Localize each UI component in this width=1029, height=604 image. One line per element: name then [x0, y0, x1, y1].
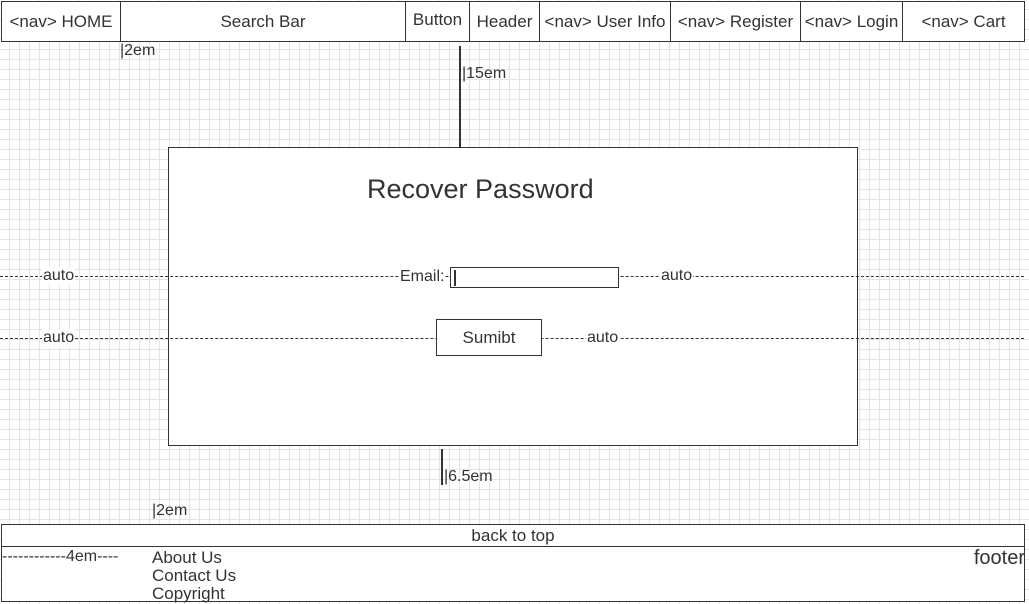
- footer-link-copyright[interactable]: Copyright: [152, 584, 225, 603]
- nav-user-info[interactable]: <nav> User Info: [540, 2, 671, 41]
- footer: [1, 546, 1025, 602]
- top-margin-line: [459, 46, 461, 147]
- top-margin-annotation: |15em: [462, 65, 507, 82]
- footer-indent-annotation: ------------4em----: [2, 548, 119, 565]
- search-bar[interactable]: Search Bar: [121, 2, 406, 41]
- submit-button[interactable]: Sumibt: [436, 319, 542, 356]
- nav-button[interactable]: Button: [406, 2, 470, 41]
- nav-login[interactable]: <nav> Login: [801, 2, 903, 41]
- nav-register[interactable]: <nav> Register: [671, 2, 801, 41]
- recover-password-panel: [168, 147, 858, 446]
- back-to-top-link[interactable]: back to top: [1, 524, 1025, 547]
- auto-label-left-submit: auto: [42, 329, 76, 347]
- top-nav-bar: <nav> HOME Search Bar Button Header <nav…: [1, 1, 1025, 42]
- page-title: Recover Password: [367, 174, 594, 204]
- email-label: Email:: [399, 268, 446, 286]
- footer-link-contact[interactable]: Contact Us: [152, 566, 237, 585]
- nav-home[interactable]: <nav> HOME: [2, 2, 121, 41]
- header-cell: Header: [470, 2, 540, 41]
- bottom-margin-line: [441, 449, 443, 485]
- auto-label-right-submit: auto: [586, 329, 620, 347]
- bottom-margin-annotation: |6.5em: [444, 468, 493, 485]
- footer-gap-annotation: |2em: [152, 502, 188, 519]
- auto-label-left-email: auto: [42, 267, 76, 285]
- footer-label: footer: [973, 547, 1025, 569]
- text-caret: [454, 270, 456, 286]
- nav-gap-annotation: |2em: [120, 42, 156, 59]
- nav-cart[interactable]: <nav> Cart: [921, 11, 1006, 31]
- footer-link-about[interactable]: About Us: [152, 548, 222, 567]
- auto-label-right-email: auto: [660, 267, 694, 285]
- email-field[interactable]: [450, 267, 619, 288]
